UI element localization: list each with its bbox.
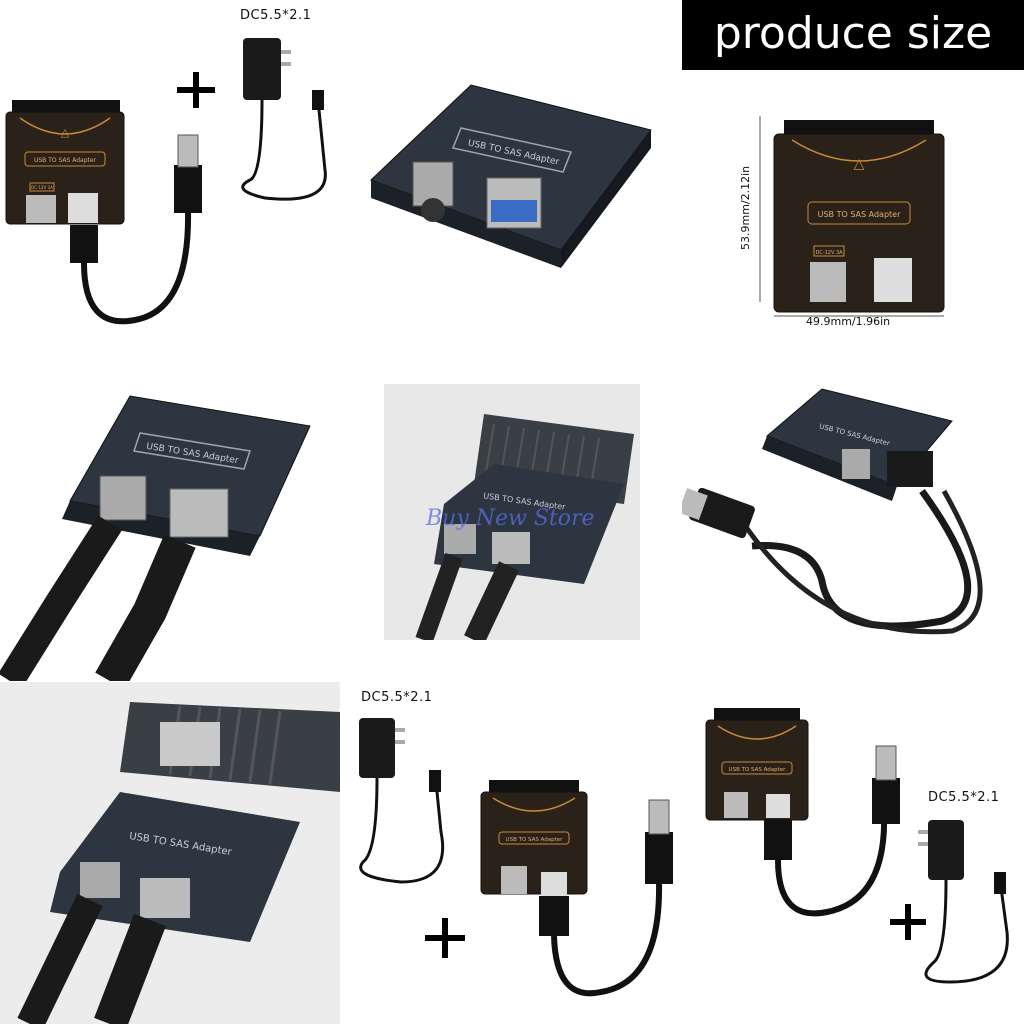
usb-c-port-icon bbox=[874, 258, 912, 302]
product-image-adapter-long-cable: USB TO SAS Adapter bbox=[682, 341, 1024, 681]
product-image-adapter-with-cable: △ USB TO SAS Adapter DC-12V 3A DC5.5*2.1 bbox=[0, 0, 340, 340]
adapter-plugged-illustration: USB TO SAS Adapter bbox=[0, 395, 311, 681]
adapter-label: USB TO SAS Adapter bbox=[34, 157, 97, 164]
warning-triangle-icon: △ bbox=[61, 126, 70, 139]
usb-connector-icon bbox=[169, 488, 229, 538]
power-adapter-icon bbox=[928, 820, 964, 880]
svg-text:DC-12V 3A: DC-12V 3A bbox=[815, 250, 843, 256]
adapter-body bbox=[434, 464, 624, 584]
plus-sign bbox=[890, 904, 926, 940]
adapter-long-cable-illustration: USB TO SAS Adapter bbox=[682, 388, 983, 635]
dc-barrel-jack-icon bbox=[80, 862, 120, 898]
product-image-dimensions: △ USB TO SAS Adapter DC-12V 3A 53.9mm/2.… bbox=[682, 72, 1024, 340]
dc-barrel-jack-icon bbox=[99, 475, 147, 521]
product-image-bundle-right: USB TO SAS Adapter DC5.5*2.1 bbox=[682, 682, 1024, 1024]
bundle-center-illustration: USB TO SAS Adapter bbox=[359, 718, 673, 997]
dc-barrel-jack-icon bbox=[842, 449, 870, 479]
dc-power-label: DC5.5*2.1 bbox=[361, 690, 433, 705]
product-image-adapter-plugged: USB TO SAS Adapter bbox=[0, 341, 340, 681]
height-dimension-label: 53.9mm/2.12in bbox=[739, 165, 752, 250]
power-adapter-icon bbox=[243, 38, 281, 100]
dc-barrel-jack-icon bbox=[444, 524, 476, 554]
adapter-front-illustration: △ USB TO SAS Adapter DC-12V 3A bbox=[5, 38, 327, 325]
warning-triangle-icon: △ bbox=[854, 156, 865, 172]
dc-barrel-jack-icon bbox=[501, 866, 527, 894]
dimension-illustration: △ USB TO SAS Adapter DC-12V 3A bbox=[759, 116, 945, 317]
sata-connector bbox=[714, 708, 800, 722]
product-image-with-drive: USB TO SAS Adapter Buy New Store bbox=[384, 384, 640, 640]
bundle-right-illustration: USB TO SAS Adapter bbox=[705, 708, 1009, 984]
usb-connector-icon bbox=[875, 745, 897, 781]
product-image-heatsink-large: USB TO SAS Adapter bbox=[0, 682, 340, 1024]
usb-c-port-icon bbox=[541, 872, 567, 898]
dc-barrel-jack-icon bbox=[810, 262, 846, 302]
product-image-bundle-center: USB TO SAS Adapter DC5.5*2.1 bbox=[341, 682, 681, 1024]
usb-c-port-icon bbox=[68, 193, 98, 223]
width-dimension-label: 49.9mm/1.96in bbox=[806, 315, 891, 328]
svg-text:DC-12V 3A: DC-12V 3A bbox=[31, 185, 53, 190]
product-image-adapter-angled: USB TO SAS Adapter bbox=[341, 0, 681, 340]
svg-text:USB TO SAS Adapter: USB TO SAS Adapter bbox=[506, 837, 564, 843]
store-watermark: Buy New Store bbox=[426, 506, 595, 531]
adapter-board bbox=[480, 791, 588, 895]
svg-text:USB TO SAS Adapter: USB TO SAS Adapter bbox=[729, 767, 787, 773]
usb-connector-icon bbox=[887, 451, 933, 487]
adapter-with-drive-illustration: USB TO SAS Adapter bbox=[384, 384, 640, 640]
dc-power-label: DC5.5*2.1 bbox=[928, 790, 1000, 805]
usb-c-port-icon bbox=[766, 794, 790, 818]
dc-barrel-jack-icon bbox=[26, 195, 56, 223]
heatsink-large-illustration: USB TO SAS Adapter bbox=[0, 682, 340, 1024]
adapter-body bbox=[50, 792, 300, 942]
svg-text:USB TO SAS Adapter: USB TO SAS Adapter bbox=[818, 210, 901, 219]
dc-power-label: DC5.5*2.1 bbox=[240, 8, 312, 23]
plus-sign bbox=[177, 72, 215, 108]
usb-connector-icon bbox=[648, 799, 670, 835]
plus-sign bbox=[425, 918, 465, 958]
adapter-angled-illustration: USB TO SAS Adapter bbox=[370, 84, 652, 268]
produce-size-banner: produce size bbox=[682, 0, 1024, 70]
usb-connector-icon bbox=[177, 134, 199, 168]
usb-connector-icon bbox=[140, 878, 190, 918]
usb-connector-icon bbox=[492, 532, 530, 564]
dc-barrel-jack-icon bbox=[724, 792, 748, 818]
power-adapter-icon bbox=[359, 718, 395, 778]
